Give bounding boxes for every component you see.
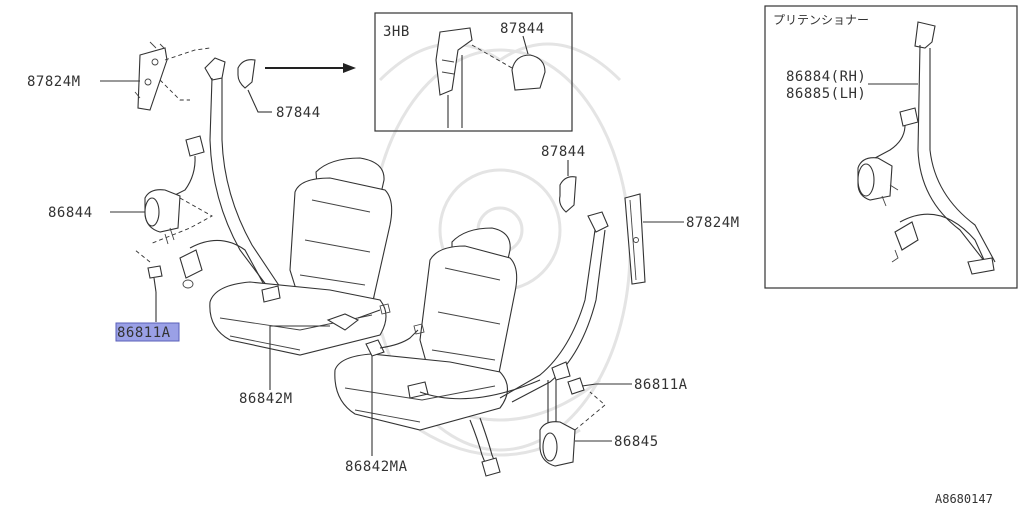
part-labels: 87824M 87844 86844 86811A 86842M 86842MA… — [27, 74, 993, 506]
pretensioner-part-rh[interactable]: 86884(RH) — [786, 69, 866, 85]
right-belt-assembly — [419, 176, 646, 477]
diagram-id: A8680147 — [935, 492, 993, 506]
pretensioner-title: プリテンショナー — [773, 13, 869, 27]
label-86844[interactable]: 86844 — [48, 205, 93, 221]
pretensioner-part-lh[interactable]: 86885(LH) — [786, 86, 866, 102]
left-belt-assembly — [134, 41, 283, 293]
label-86845[interactable]: 86845 — [614, 434, 659, 450]
label-87844-right[interactable]: 87844 — [541, 144, 586, 160]
label-86811a-left[interactable]: 86811A — [117, 325, 171, 341]
inset-pretensioner: プリテンショナー 86884(RH) 86885(LH) — [764, 5, 1018, 289]
front-seat-left — [209, 157, 393, 356]
inset-3hb-label: 3HB — [383, 24, 410, 40]
label-87824m-left[interactable]: 87824M — [27, 74, 81, 90]
inset-3hb: 3HB 87844 — [374, 12, 573, 132]
label-87844-upper[interactable]: 87844 — [276, 105, 321, 121]
leader-lines — [100, 80, 684, 456]
label-86842m[interactable]: 86842M — [239, 391, 293, 407]
label-86811a-right[interactable]: 86811A — [634, 377, 688, 393]
inset-3hb-part-87844[interactable]: 87844 — [500, 21, 545, 37]
label-87824m-right[interactable]: 87824M — [686, 215, 740, 231]
highlight-86811a — [115, 322, 180, 342]
label-86842ma[interactable]: 86842MA — [345, 459, 408, 475]
arrow-to-inset — [265, 63, 356, 73]
